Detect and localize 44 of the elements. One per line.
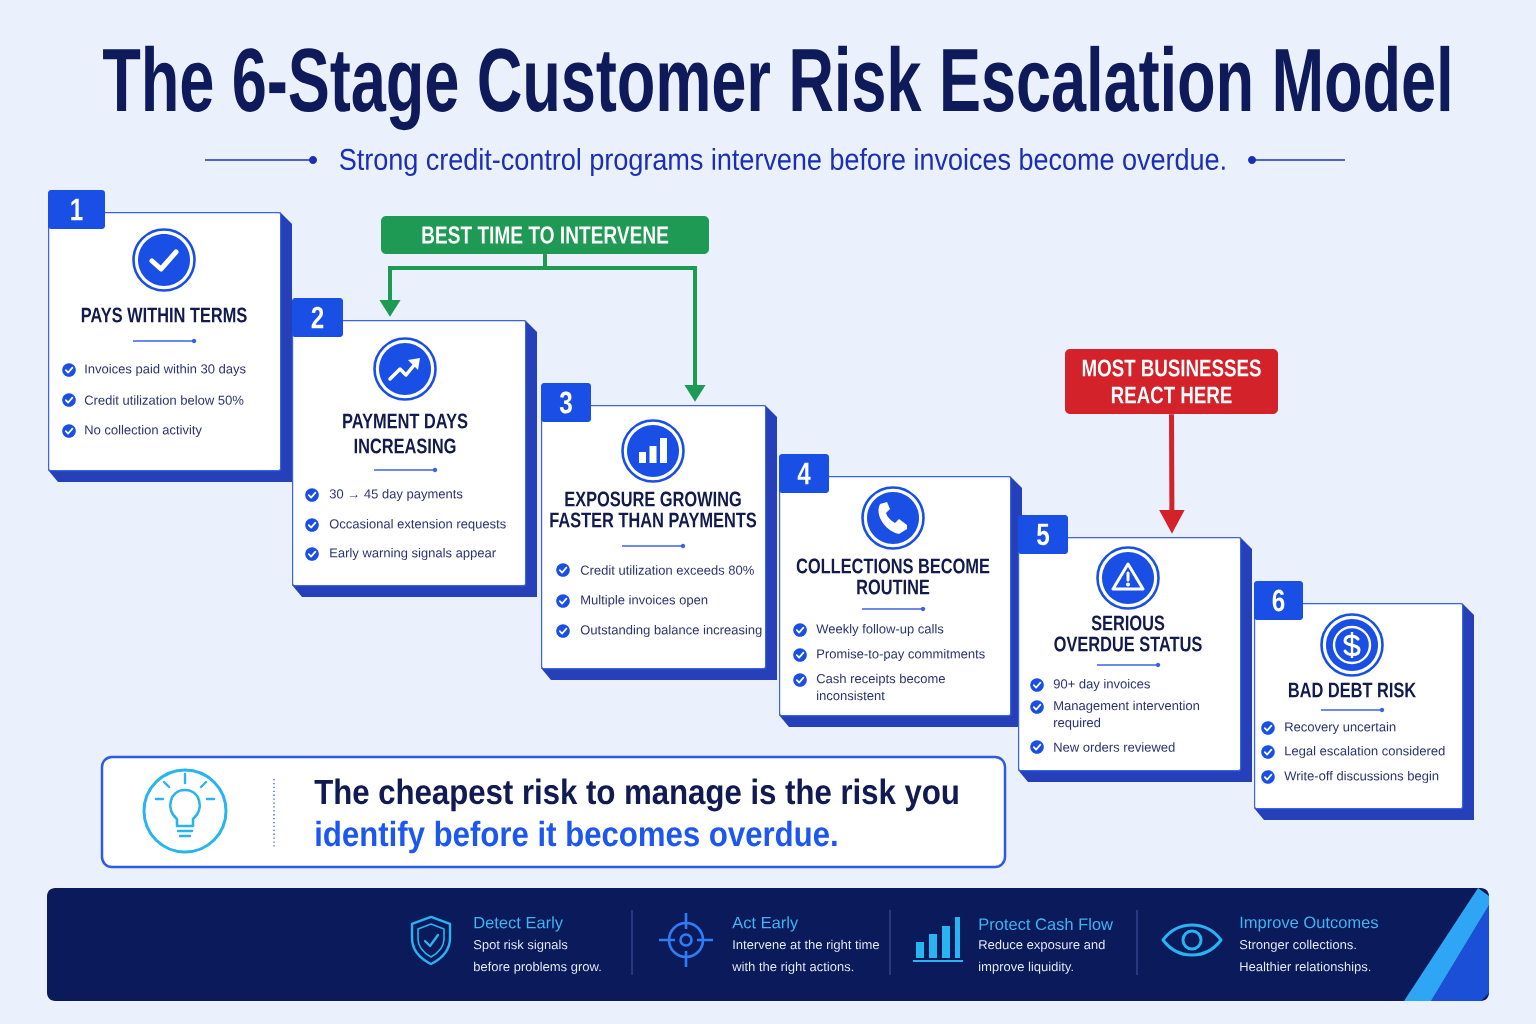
bullet-text: Credit utilization exceeds 80%: [580, 565, 754, 575]
bullet-text: No collection activity: [85, 424, 202, 438]
feature-heading: Detect Early: [474, 916, 563, 932]
bullet-text: Multiple invoices open: [581, 594, 708, 608]
bullet-text: Weekly follow-up calls: [816, 623, 944, 637]
card-heading: PAYMENT DAYS INCREASING: [343, 413, 468, 454]
bullet-text: 30 → 45 day payments: [329, 488, 463, 502]
quote-text: The cheapest risk to manage is the risk you: [314, 778, 958, 812]
bullet-text: Write-off discussions begin: [1284, 770, 1439, 784]
number-badge: 3: [541, 383, 591, 422]
card-heading: SERIOUS OVERDUE STATUS: [1054, 615, 1202, 652]
subtitle: Strong credit-control programs intervene before invoices become overdue.: [340, 148, 1225, 176]
feature-heading: Improve Outcomes: [1240, 916, 1378, 932]
feature-heading: Act Early: [732, 916, 799, 932]
bullet-text: Legal escalation considered: [1285, 745, 1445, 759]
number-badge: 1: [48, 190, 105, 229]
feature-text: Spot risk signals before problems grow.: [473, 939, 601, 974]
card-heading: EXPOSURE GROWING FASTER THAN PAYMENTS: [550, 491, 757, 528]
card-heading: PAYS WITHIN TERMS: [81, 307, 247, 323]
bullet-text: Outstanding balance increasing: [580, 624, 762, 638]
bullet-text: Promise-to-pay commitments: [817, 648, 985, 662]
feature-heading: Protect Cash Flow: [979, 917, 1113, 931]
number-badge: 6: [1254, 581, 1303, 620]
callout-banner: BEST TIME TO INTERVENE: [381, 216, 709, 254]
bullet-text: Invoices paid within 30 days: [85, 363, 246, 377]
bullet-text: New orders reviewed: [1054, 742, 1175, 752]
feature-text: Reduce exposure and improve liquidity.: [979, 939, 1105, 974]
bullet-text: Credit utilization below 50%: [84, 395, 244, 405]
bullet-text: Management intervention required: [1054, 700, 1200, 730]
bullet-text: Cash receipts become inconsistent: [816, 673, 945, 701]
bullet-text: 90+ day invoices: [1053, 678, 1150, 692]
bullet-text: Recovery uncertain: [1285, 721, 1396, 735]
feature-text: Intervene at the right time with the right actions.: [732, 939, 879, 974]
title: The 6-Stage Customer Risk Escalation Model: [103, 45, 1450, 131]
callout-banner: MOST BUSINESSES REACT HERE: [1065, 349, 1278, 414]
number-badge: 4: [779, 454, 829, 493]
card-heading: BAD DEBT RISK: [1288, 682, 1416, 698]
bullet-text: Early warning signals appear: [330, 547, 496, 561]
card-heading: COLLECTIONS BECOME ROUTINE: [796, 558, 990, 595]
quote-text: identify before it becomes overdue.: [316, 820, 837, 854]
number-badge: 2: [292, 298, 343, 337]
number-badge: 5: [1018, 515, 1068, 554]
feature-text: Stronger collections. Healthier relationships.: [1239, 939, 1371, 974]
bullet-text: Occasional extension requests: [329, 518, 506, 532]
